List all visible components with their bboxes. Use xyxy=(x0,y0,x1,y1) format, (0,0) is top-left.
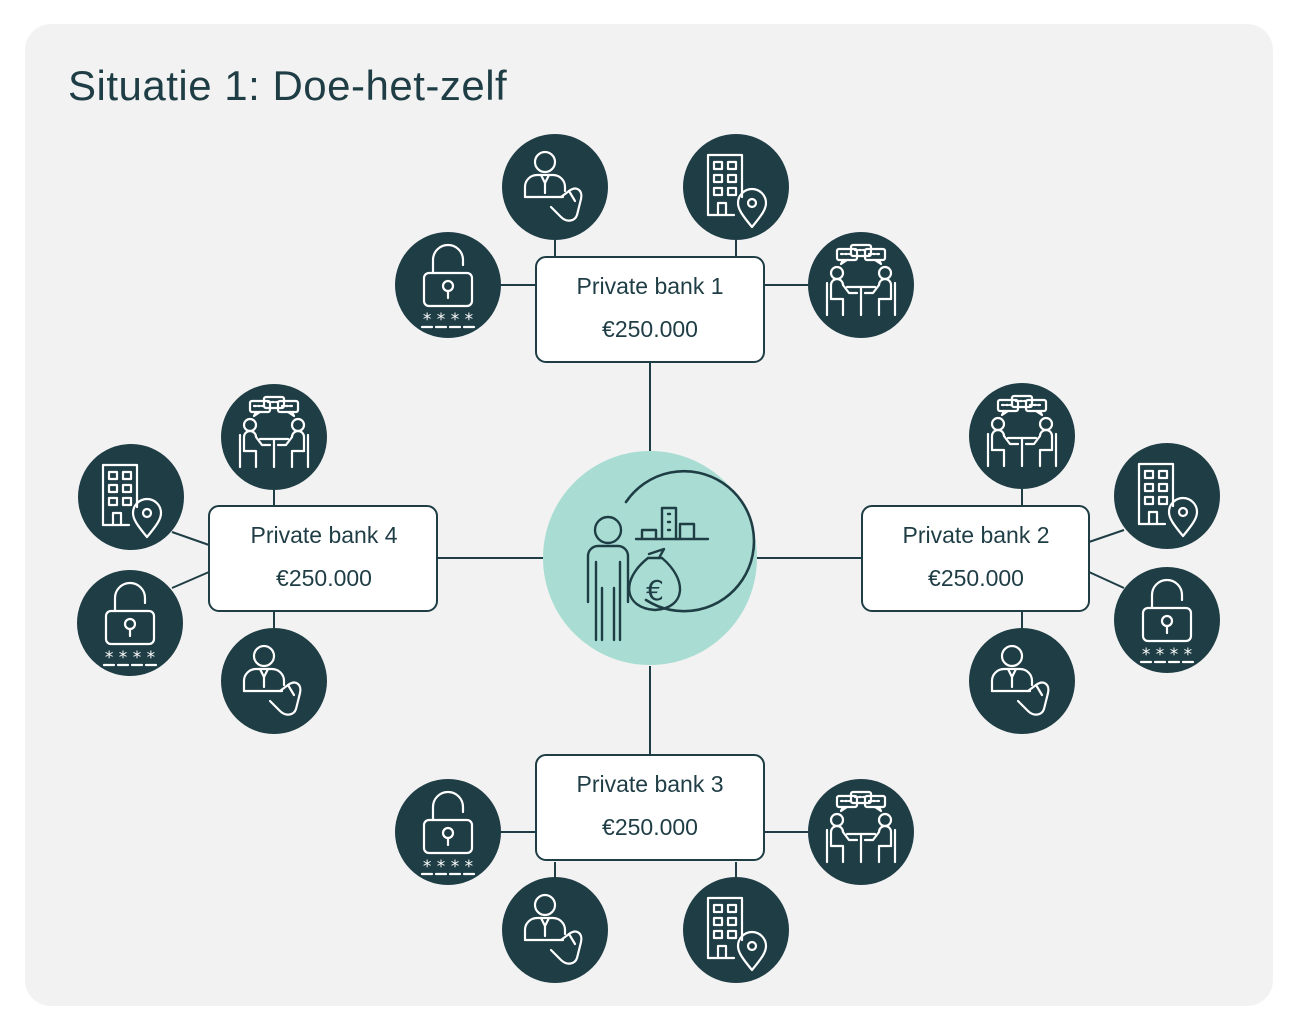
bank-2-icons xyxy=(969,383,1220,734)
bank-1-amount: €250.000 xyxy=(602,316,698,342)
bank-1-name: Private bank 1 xyxy=(576,273,723,299)
bank-3-name: Private bank 3 xyxy=(576,771,723,797)
bank-node-1: Private bank 1 €250.000 xyxy=(535,256,765,363)
bank-4-name: Private bank 4 xyxy=(250,522,397,548)
bank-3-icons xyxy=(395,779,914,983)
bank-node-4: Private bank 4 €250.000 xyxy=(208,505,438,612)
bank-4-amount: €250.000 xyxy=(276,565,372,591)
bank-2-name: Private bank 2 xyxy=(902,522,1049,548)
investor-center-node xyxy=(543,451,757,665)
bank-2-amount: €250.000 xyxy=(928,565,1024,591)
bank-node-2: Private bank 2 €250.000 xyxy=(861,505,1090,612)
bank-4-icons xyxy=(77,384,327,734)
diagram-title: Situatie 1: Doe-het-zelf xyxy=(68,62,508,109)
bank-node-3: Private bank 3 €250.000 xyxy=(535,754,765,861)
bank-1-icons xyxy=(395,134,914,338)
bank-3-amount: €250.000 xyxy=(602,814,698,840)
connector-lines xyxy=(171,240,1125,878)
